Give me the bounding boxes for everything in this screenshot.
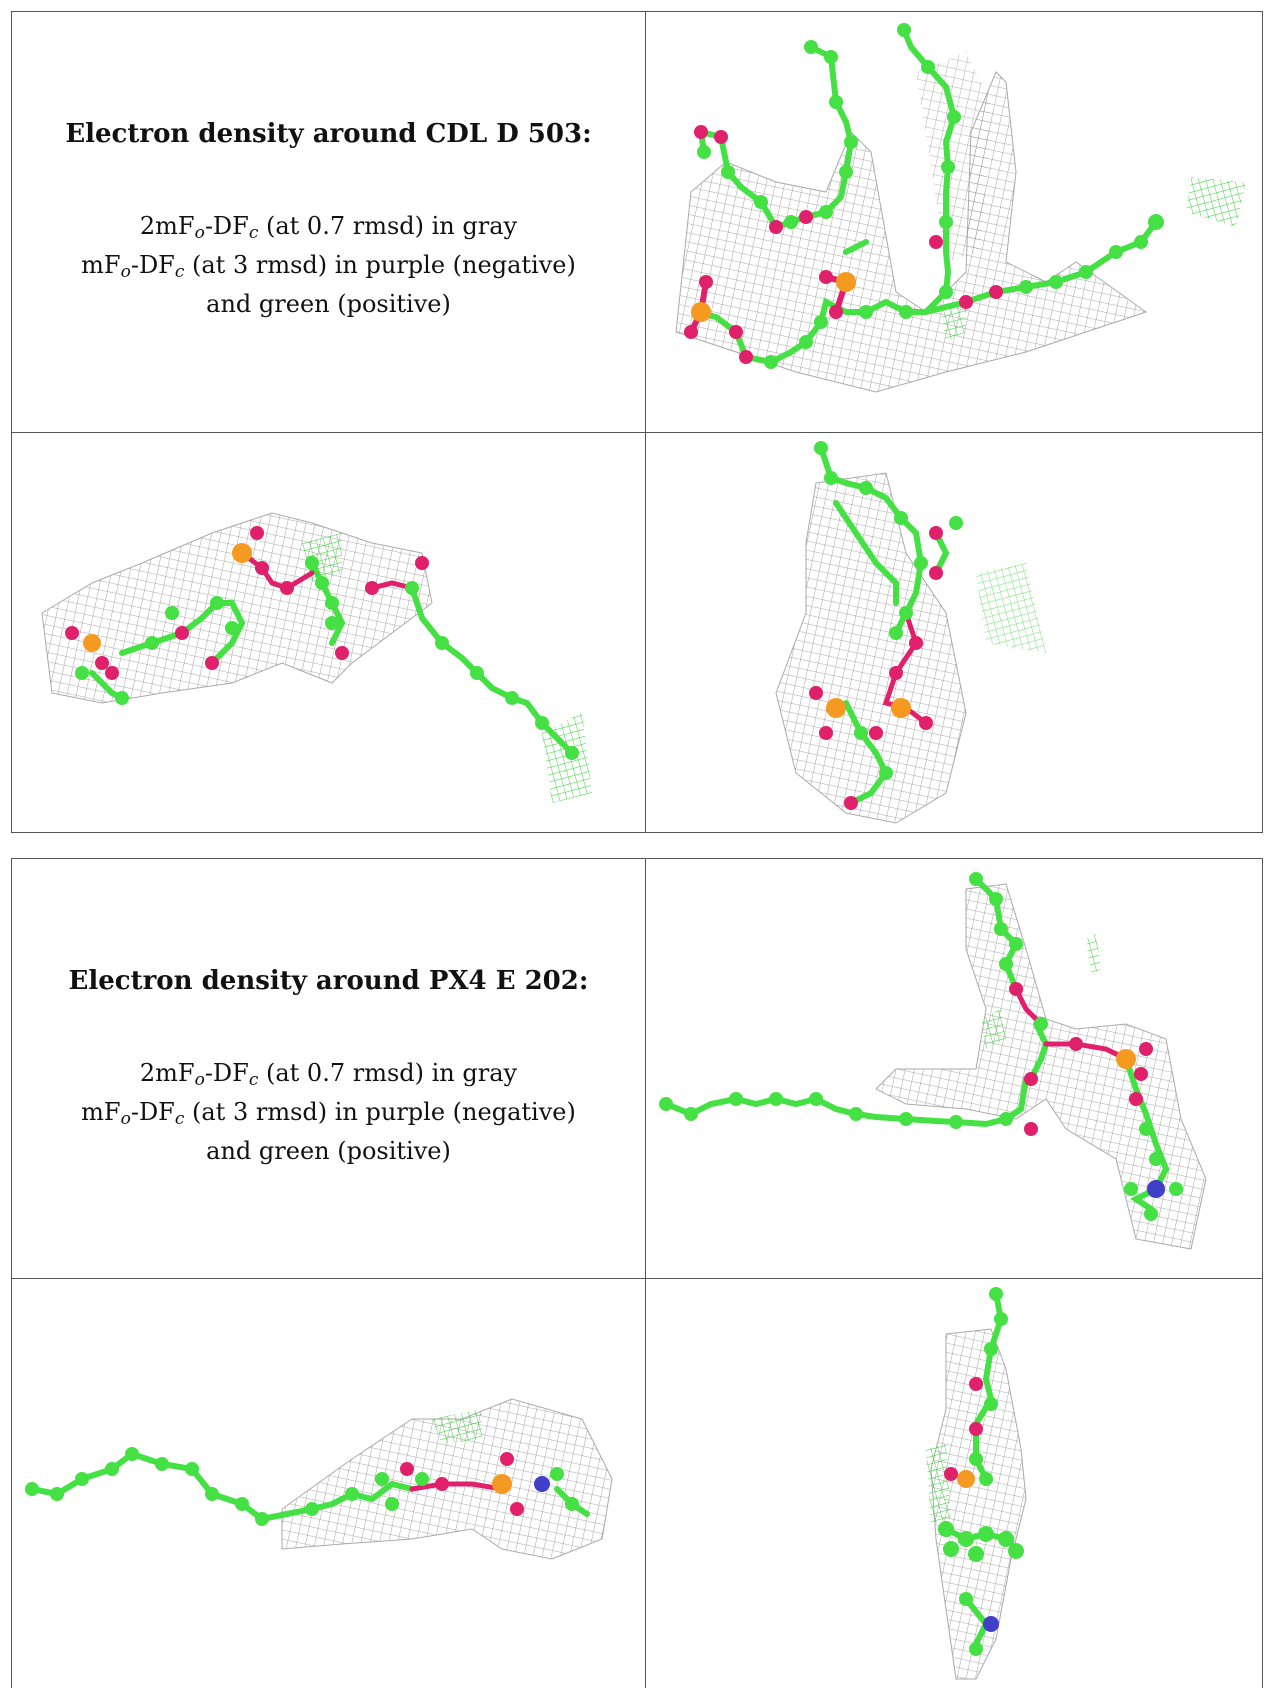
caption-cell: Electron density around CDL D 503: 2mFo-… (12, 12, 645, 431)
density-mesh (775, 472, 967, 824)
panel-heading: Electron density around CDL D 503: (65, 119, 592, 149)
atoms (938, 1287, 1024, 1656)
cdl-view-3-image (646, 433, 1263, 833)
atoms (684, 23, 1164, 369)
cdl-view-2-image (12, 433, 645, 833)
cdl-view-1-image (646, 12, 1263, 432)
density-mesh (675, 71, 1148, 393)
atoms (659, 872, 1183, 1221)
density-mesh (875, 883, 1207, 1250)
px4-view-3-image (646, 1279, 1263, 1689)
positive-density (926, 1444, 951, 1524)
row-divider (12, 1278, 1262, 1279)
positive-density (976, 563, 1046, 653)
column-divider (645, 12, 646, 832)
map-description-2mfo: 2mFo-DFc (at 0.7 rmsd) in gray (139, 212, 518, 243)
map-description-colors: and green (positive) (206, 290, 451, 318)
positive-density (432, 1409, 482, 1444)
atoms (25, 1447, 579, 1526)
row-divider (12, 432, 1262, 433)
column-divider (645, 859, 646, 1688)
map-description-2mfo: 2mFo-DFc (at 0.7 rmsd) in gray (139, 1059, 518, 1090)
panel-heading: Electron density around PX4 E 202: (68, 966, 589, 996)
map-description-mfo: mFo-DFc (at 3 rmsd) in purple (negative) (81, 1098, 576, 1129)
map-description-mfo: mFo-DFc (at 3 rmsd) in purple (negative) (81, 251, 576, 282)
positive-density (981, 1009, 1006, 1049)
px4-view-2-image (12, 1279, 645, 1689)
px4-view-1-image (646, 859, 1263, 1278)
positive-density (1186, 177, 1246, 227)
atoms (65, 526, 579, 760)
caption-cell: Electron density around PX4 E 202: 2mFo-… (12, 859, 645, 1278)
atoms (809, 441, 963, 810)
density-table-cdl: Electron density around CDL D 503: 2mFo-… (11, 11, 1263, 833)
map-description-colors: and green (positive) (206, 1137, 451, 1165)
density-table-px4: Electron density around PX4 E 202: 2mFo-… (11, 858, 1263, 1688)
density-mesh (281, 1398, 613, 1560)
